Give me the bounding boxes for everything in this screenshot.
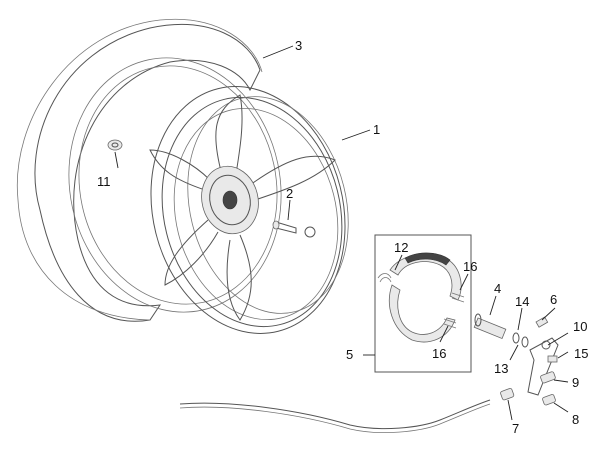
callout-7: 7 [512, 421, 519, 436]
leader-lines [114, 45, 569, 421]
bolt [547, 355, 558, 363]
screw [535, 316, 549, 328]
wheel-rim [149, 86, 349, 334]
callout-16-upper: 16 [463, 259, 477, 274]
tire [16, 18, 282, 322]
callout-2: 2 [286, 186, 293, 201]
brake-lever [527, 337, 559, 396]
callout-6: 6 [550, 292, 557, 307]
callout-8: 8 [572, 412, 579, 427]
pivot-pin-small [542, 394, 556, 406]
brake-cam-shaft [473, 313, 529, 348]
callout-5: 5 [346, 347, 353, 362]
callout-16-lower: 16 [432, 346, 446, 361]
callout-3: 3 [295, 38, 302, 53]
callout-labels: 1 2 3 4 5 6 7 8 9 10 11 12 13 14 15 16 1… [97, 38, 588, 436]
callout-1: 1 [373, 122, 380, 137]
callout-15: 15 [574, 346, 588, 361]
axle-nut [107, 139, 123, 151]
callout-10: 10 [573, 319, 587, 334]
cable-sleeve [500, 388, 515, 401]
brake-shoe-kit [374, 234, 472, 373]
brake-cable [179, 399, 491, 433]
tire-valve [272, 220, 297, 234]
callout-12: 12 [394, 240, 408, 255]
callout-11: 11 [97, 174, 111, 189]
callout-13: 13 [494, 361, 508, 376]
pivot-pin [540, 371, 556, 384]
callout-4: 4 [494, 281, 501, 296]
callout-14: 14 [515, 294, 529, 309]
callout-9: 9 [572, 375, 579, 390]
